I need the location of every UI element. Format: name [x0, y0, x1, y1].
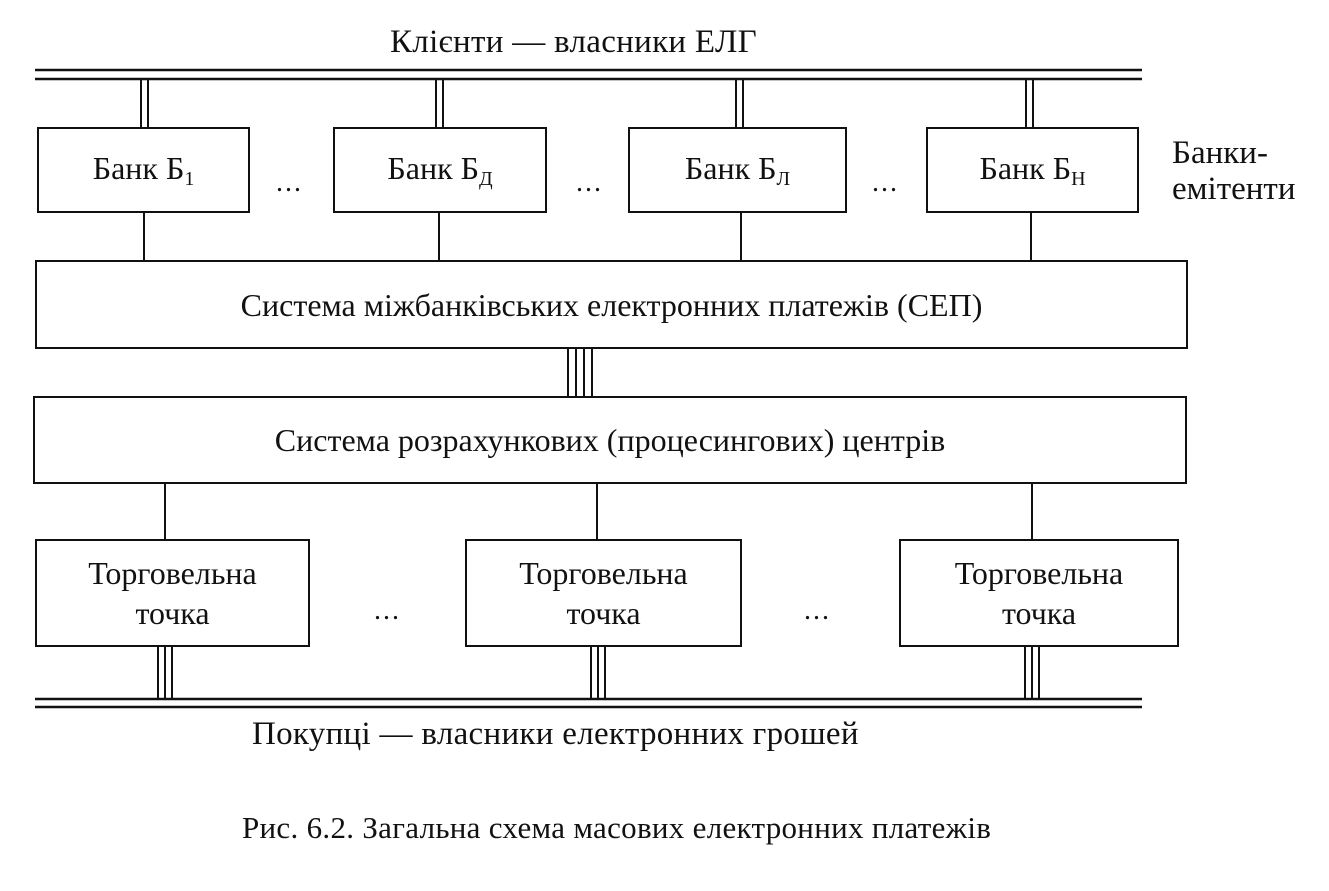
top-bus-label: Клієнти — власники ЕЛГ	[390, 24, 758, 60]
shop-label-line1: Торговельна	[519, 555, 688, 591]
shop-bus-connectors	[157, 646, 1040, 699]
sep-processing-connector	[567, 348, 593, 397]
ellipsis-2: ...	[576, 167, 603, 198]
processing-box-label: Система розрахункових (процесингових) це…	[274, 422, 946, 458]
bank-box-d: Банк БД	[333, 127, 547, 213]
shop-label-line2: точка	[135, 595, 210, 631]
processing-shop-connectors	[164, 483, 1033, 540]
bank-box-label: Банк Б1	[92, 150, 195, 190]
bank-box-label: Банк БЛ	[684, 150, 791, 190]
bank-box-n: Банк БН	[926, 127, 1139, 213]
bank-box-label: Банк БН	[979, 150, 1086, 190]
shop-label-line1: Торговельна	[88, 555, 257, 591]
shop-box-3: Торговельна точка	[899, 539, 1179, 647]
ellipsis-4: ...	[374, 595, 401, 626]
shop-label-line1: Торговельна	[954, 555, 1124, 591]
figure-caption: Рис. 6.2. Загальна схема масових електро…	[242, 810, 992, 845]
issuers-label: Банки- емітенти	[1172, 135, 1296, 208]
bottom-bus-label: Покупці — власники електронних грошей	[252, 716, 859, 752]
shop-label-line2: точка	[1001, 595, 1077, 631]
shop-box-1: Торговельна точка	[35, 539, 310, 647]
bus-bank-connectors	[140, 79, 1034, 127]
ellipsis-3: ...	[872, 167, 899, 198]
issuers-label-line2: емітенти	[1172, 171, 1296, 208]
ellipsis-5: ...	[804, 595, 831, 626]
sep-box: Система міжбанківських електронних плате…	[35, 260, 1188, 349]
shop-label-line2: точка	[566, 595, 641, 631]
bank-sep-connectors	[143, 212, 1032, 261]
bank-box-1: Банк Б1	[37, 127, 250, 213]
bank-box-label: Банк БД	[387, 150, 493, 190]
issuers-label-line1: Банки-	[1172, 135, 1268, 171]
ellipsis-1: ...	[276, 167, 303, 198]
processing-centers-box: Система розрахункових (процесингових) це…	[33, 396, 1187, 484]
shop-box-2: Торговельна точка	[465, 539, 742, 647]
bank-box-l: Банк БЛ	[628, 127, 847, 213]
sep-box-label: Система міжбанківських електронних плате…	[240, 286, 983, 323]
